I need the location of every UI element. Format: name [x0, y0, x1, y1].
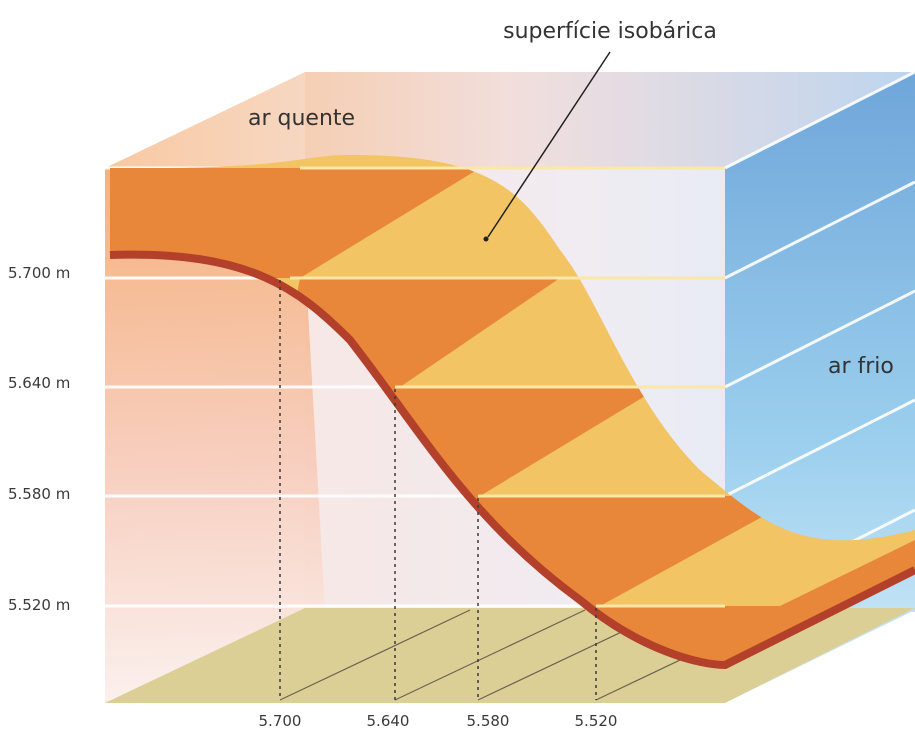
cold-air-label: ar frio — [828, 354, 894, 379]
side-level-line — [724, 289, 915, 389]
surface-level-lines — [290, 166, 725, 608]
ground-contour-line — [279, 609, 471, 701]
projection-lines — [279, 280, 597, 700]
warm-air-mass — [105, 168, 330, 700]
callout-leader-line — [487, 51, 611, 238]
side-level-line — [724, 180, 915, 280]
height-label: 5.700 m — [8, 264, 70, 282]
contour-label: 5.640 — [367, 712, 410, 730]
height-label: 5.520 m — [8, 596, 70, 614]
contour-label: 5.580 — [467, 712, 510, 730]
surface-band — [110, 168, 480, 278]
contour-label: 5.520 — [575, 712, 618, 730]
side-level-line — [724, 398, 915, 498]
height-label: 5.640 m — [8, 374, 70, 392]
ground-contour-line — [394, 609, 586, 701]
height-label: 5.580 m — [8, 485, 70, 503]
box-top-face — [105, 72, 915, 168]
side-level-line — [724, 70, 915, 170]
callout-dot — [483, 236, 489, 242]
contour-label: 5.700 — [259, 712, 302, 730]
callout-label: superfície isobárica — [503, 19, 717, 44]
warm-air-label: ar quente — [248, 106, 355, 131]
surface-front-edge — [109, 250, 915, 669]
